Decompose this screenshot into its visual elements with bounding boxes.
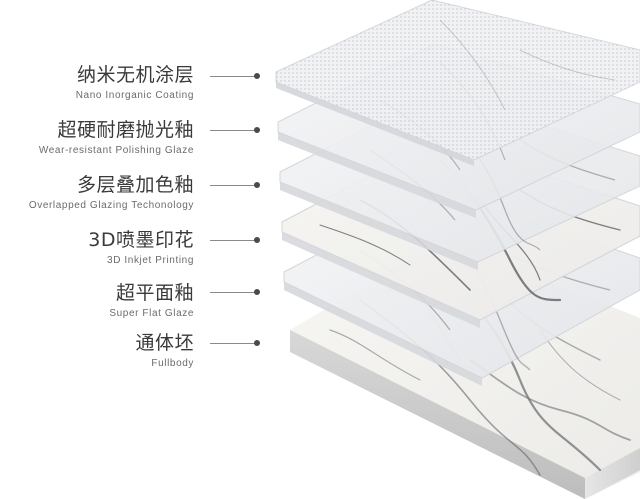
leader-dot — [254, 182, 260, 188]
label-nano-coating: 纳米无机涂层 Nano Inorganic Coating — [76, 64, 194, 102]
label-en: Wear-resistant Polishing Glaze — [38, 145, 194, 156]
leader-line — [210, 343, 256, 344]
label-inkjet-printing: 3D喷墨印花 3D Inkjet Printing — [88, 229, 194, 267]
leader-line — [210, 240, 256, 241]
label-en: Overlapped Glazing Techonology — [28, 200, 194, 211]
label-cn: 通体坯 — [135, 332, 194, 354]
leader-dot — [254, 237, 260, 243]
leader-line — [210, 130, 256, 131]
label-cn: 纳米无机涂层 — [76, 64, 194, 86]
label-cn: 超平面釉 — [115, 282, 194, 304]
nano-coating-layer — [275, 0, 640, 166]
label-en: Nano Inorganic Coating — [75, 90, 194, 101]
leader-dot — [254, 340, 260, 346]
label-polishing-glaze: 超硬耐磨抛光釉 Wear-resistant Polishing Glaze — [39, 119, 194, 157]
label-en: Super Flat Glaze — [109, 308, 194, 319]
label-en: 3D Inkjet Printing — [107, 255, 194, 266]
leader-dot — [254, 127, 260, 133]
leader-line — [210, 185, 256, 186]
label-overlapped-glazing: 多层叠加色釉 Overlapped Glazing Techonology — [29, 174, 194, 212]
leader-dot — [254, 289, 260, 295]
label-en: Fullbody — [151, 358, 194, 369]
label-cn: 3D喷墨印花 — [88, 229, 194, 251]
leader-line — [210, 292, 256, 293]
leader-line — [210, 76, 256, 77]
label-fullbody: 通体坯 Fullbody — [135, 332, 194, 370]
label-cn: 多层叠加色釉 — [76, 174, 194, 196]
leader-dot — [254, 73, 260, 79]
label-cn: 超硬耐磨抛光釉 — [57, 119, 194, 141]
label-super-flat-glaze: 超平面釉 Super Flat Glaze — [109, 282, 194, 320]
